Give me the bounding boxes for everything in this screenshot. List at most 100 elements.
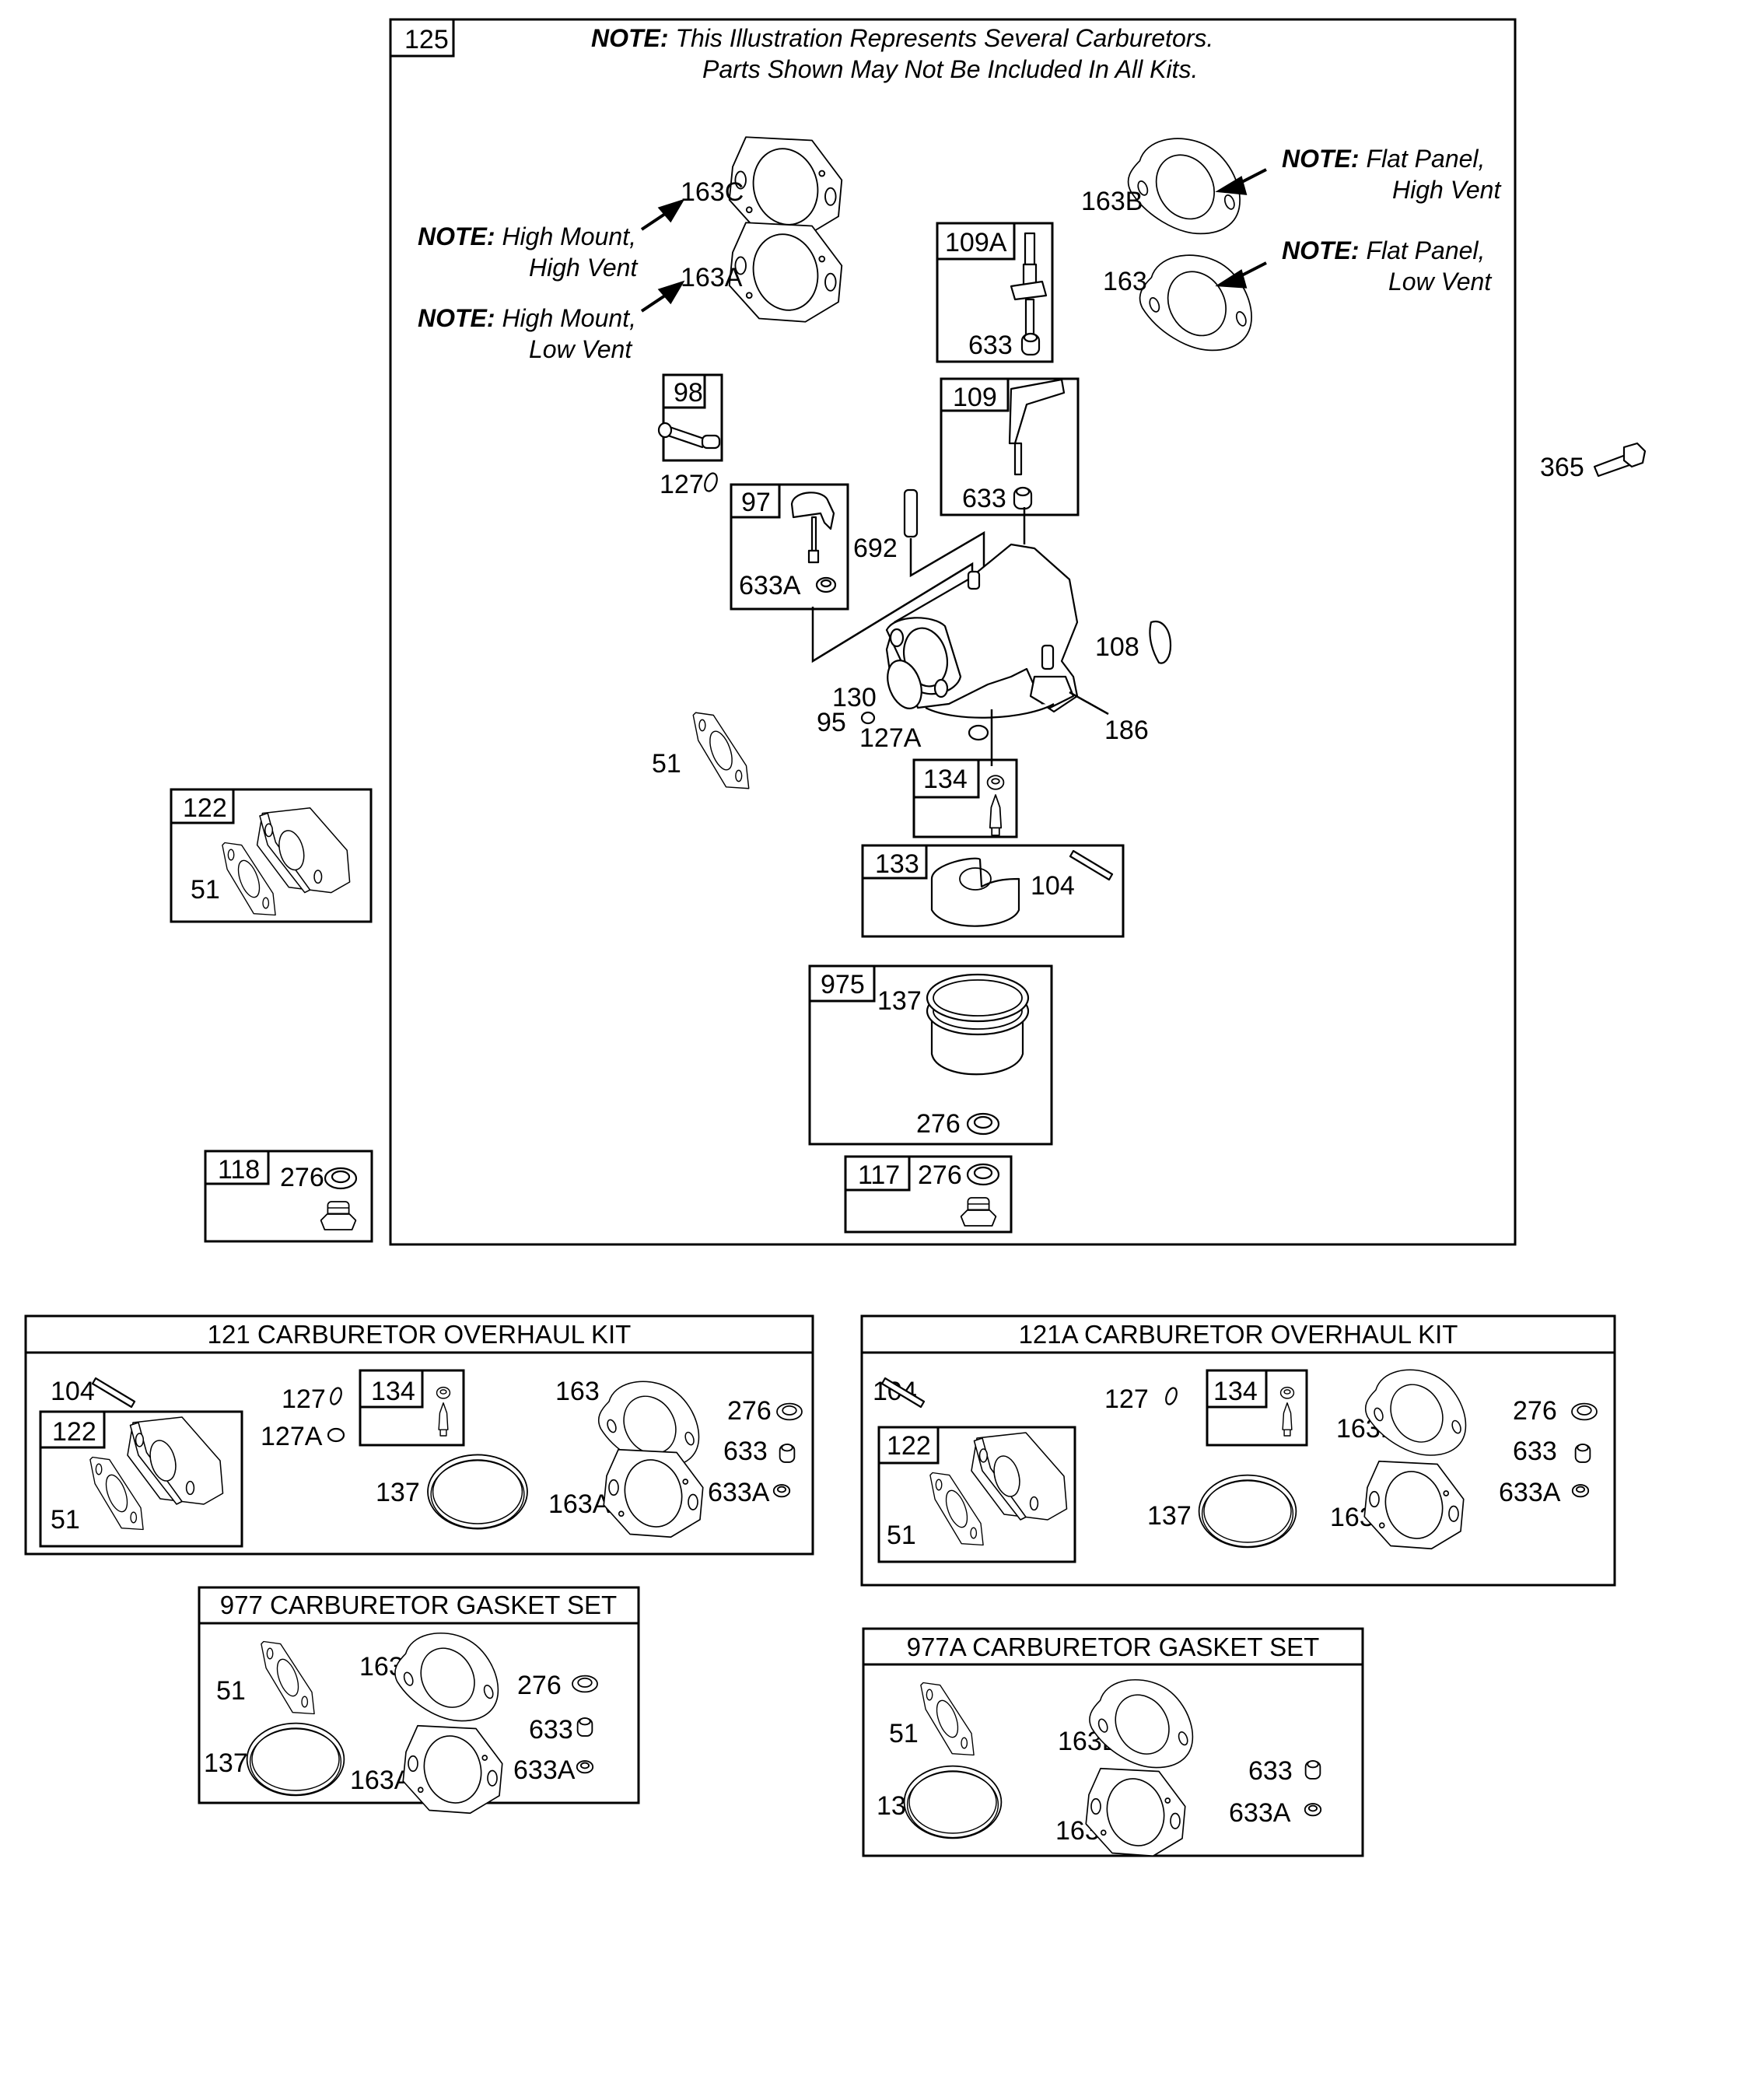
kit-977A-label-51: 51: [889, 1719, 919, 1748]
kit-977[interactable]: 977 CARBURETOR GASKET SET 51 137 163 163…: [198, 1586, 640, 1815]
float-icon: [930, 857, 1020, 927]
label-51: 51: [191, 875, 220, 905]
kit-977-label-276: 276: [517, 1671, 562, 1700]
choke-plate-icon: [887, 660, 922, 709]
part-95[interactable]: 95: [817, 708, 876, 737]
kit-977A-label-633A: 633A: [1229, 1798, 1291, 1828]
part-box-134[interactable]: 134: [912, 758, 1018, 838]
part-51-main[interactable]: 51: [652, 712, 750, 789]
kit-121-label-633: 633: [723, 1437, 768, 1466]
part-127[interactable]: 127: [660, 470, 719, 499]
label-276-117: 276: [918, 1160, 962, 1190]
main-assembly-frame: 125 NOTE: This Illustration Represents S…: [389, 18, 1517, 1246]
part-186[interactable]: 186: [1069, 691, 1149, 745]
seal-633-icon: [1020, 332, 1041, 356]
gasket-163A[interactable]: 163A: [681, 222, 843, 323]
label-163A: 163A: [681, 263, 743, 292]
label-122: 122: [183, 793, 227, 823]
leader-line: [909, 530, 985, 579]
label-163C: 163C: [681, 177, 744, 207]
part-692[interactable]: 692: [853, 488, 985, 579]
label-51: 51: [652, 749, 681, 779]
part-box-97[interactable]: 97 633A: [730, 483, 974, 663]
label-134: 134: [923, 765, 968, 794]
screw-365-icon: [1593, 442, 1647, 478]
label-276: 276: [280, 1163, 324, 1192]
part-127A[interactable]: 127A: [859, 709, 993, 766]
plug-127-icon: [704, 472, 718, 492]
kit-121A-label-633: 633: [1513, 1437, 1557, 1466]
kit-121-label-137: 137: [376, 1478, 420, 1507]
callout-1-line1: NOTE: High Mount,: [418, 222, 636, 250]
idle-screw-icon: [657, 422, 721, 450]
part-box-118[interactable]: 118 276: [204, 1150, 373, 1243]
kit-121A-label-633A: 633A: [1499, 1478, 1561, 1507]
gasket-163C[interactable]: 163C: [681, 136, 843, 237]
arrow-head-icon: [657, 198, 685, 223]
drain-plug-icon: [960, 1197, 997, 1227]
kit-121-label-163A: 163A: [548, 1489, 611, 1519]
label-108: 108: [1095, 632, 1139, 662]
label-109: 109: [953, 383, 997, 412]
label-975: 975: [821, 970, 865, 999]
part-box-117[interactable]: 117 276: [844, 1155, 1013, 1234]
kit-121-label-104: 104: [51, 1377, 95, 1406]
label-163: 163: [1103, 267, 1147, 296]
part-box-98[interactable]: 98: [657, 373, 723, 462]
kit-121-label-163: 163: [555, 1377, 600, 1406]
float-bowl-icon: [926, 973, 1030, 1076]
kit-977A-label-633: 633: [1248, 1756, 1293, 1786]
callout-3-line2: High Vent: [1392, 176, 1501, 204]
kit-977-title: 977 CARBURETOR GASKET SET: [220, 1591, 617, 1619]
part-box-975[interactable]: 975 137 276: [808, 964, 1053, 1146]
label-127: 127: [660, 470, 704, 499]
part-365[interactable]: 365: [1540, 442, 1647, 482]
part-box-109[interactable]: 109 633: [940, 377, 1080, 544]
kit-977-label-633A: 633A: [513, 1755, 576, 1785]
part-box-133[interactable]: 133 104: [861, 844, 1125, 938]
drain-plug-icon: [320, 1201, 357, 1230]
kit-977-label-163A: 163A: [350, 1766, 412, 1795]
throttle-plate-icon: [1149, 620, 1172, 664]
callout-2-line1: NOTE: High Mount,: [418, 304, 636, 332]
seal-633-icon: [1013, 486, 1033, 510]
label-137: 137: [877, 986, 922, 1016]
kit-121-label-276: 276: [727, 1396, 772, 1426]
part-box-109A[interactable]: 109A 633: [936, 222, 1054, 363]
kit-121A-title: 121A CARBURETOR OVERHAUL KIT: [1019, 1320, 1458, 1349]
arrow-head-icon: [1215, 176, 1248, 195]
label-118: 118: [218, 1155, 260, 1185]
choke-shaft-icon: [790, 492, 835, 564]
kit-121A-label-127: 127: [1104, 1384, 1149, 1414]
part-130[interactable]: 130: [832, 656, 928, 713]
kit-121-label-127: 127: [282, 1384, 326, 1414]
kit-121A[interactable]: 121A CARBURETOR OVERHAUL KIT 104 122 51 …: [860, 1314, 1616, 1587]
main-note-line1: NOTE: This Illustration Represents Sever…: [591, 24, 1213, 52]
gasket-163[interactable]: 163: [1103, 254, 1252, 352]
label-633-109: 633: [962, 484, 1006, 513]
main-note-line2: Parts Shown May Not Be Included In All K…: [702, 55, 1198, 83]
callout-high-mount-low-vent: NOTE: High Mount, Low Vent: [418, 280, 685, 363]
label-98: 98: [674, 378, 703, 408]
kit-121-label-633A: 633A: [708, 1478, 770, 1507]
kit-977-label-137: 137: [204, 1748, 248, 1778]
gasket-163B[interactable]: 163B: [1081, 138, 1241, 235]
label-127A: 127A: [859, 723, 922, 753]
throttle-shaft-icon: [1008, 378, 1066, 476]
spacer-122-icon: [256, 807, 351, 894]
callout-2-line2: Low Vent: [529, 335, 632, 363]
kit-121A-label-122: 122: [887, 1431, 931, 1461]
part-108[interactable]: 108: [1095, 620, 1172, 664]
washer-276-icon: [966, 1163, 1000, 1186]
part-box-122[interactable]: 122 51: [170, 788, 373, 923]
callout-flat-panel-high-vent: NOTE: Flat Panel, High Vent: [1215, 145, 1501, 204]
kit-121[interactable]: 121 CARBURETOR OVERHAUL KIT 104 122 51 1…: [24, 1314, 814, 1556]
screw-95-icon: [860, 711, 876, 725]
kit-977A[interactable]: 977A CARBURETOR GASKET SET 51 137 163B 1…: [862, 1627, 1364, 1857]
callout-1-line2: High Vent: [529, 254, 638, 282]
callout-3-line1: NOTE: Flat Panel,: [1282, 145, 1485, 173]
kit-121-label-127A: 127A: [261, 1422, 323, 1451]
label-692: 692: [853, 534, 898, 563]
label-163B: 163B: [1081, 187, 1143, 216]
